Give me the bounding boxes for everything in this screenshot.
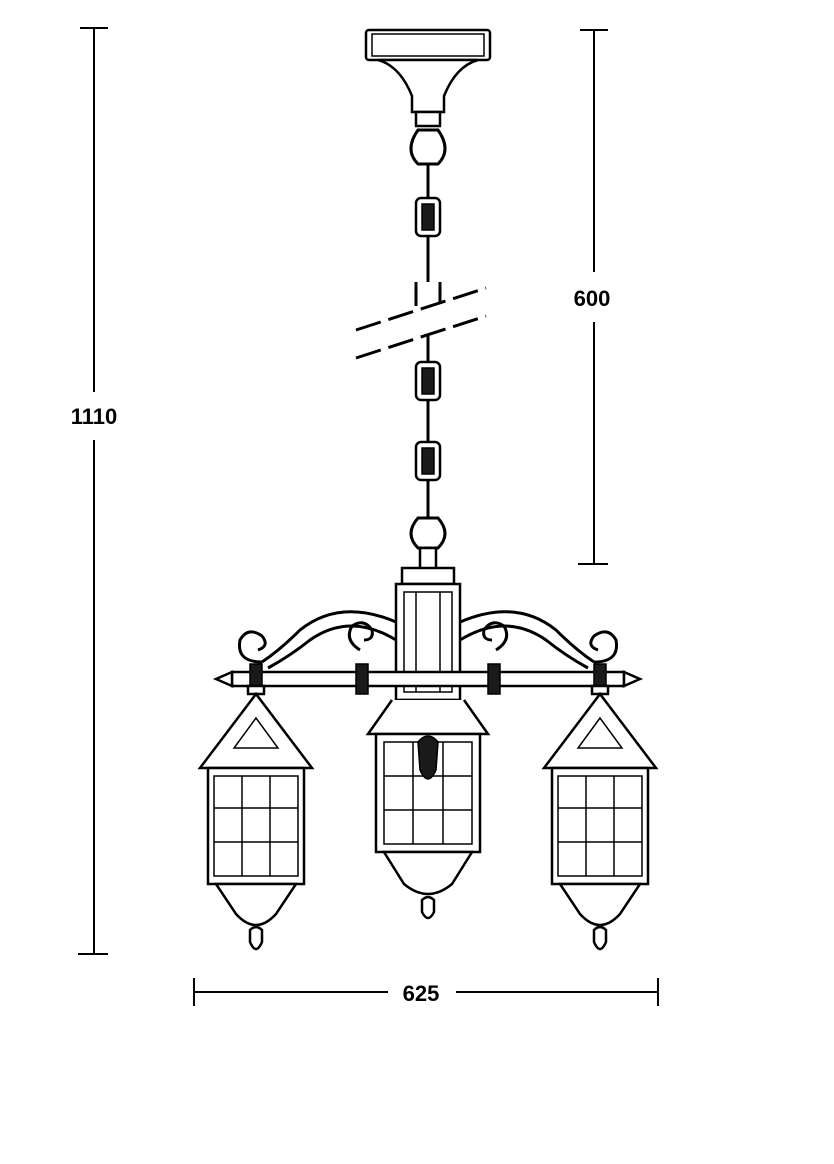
dimension-width: 625: [193, 978, 659, 1006]
width-label: 625: [403, 981, 440, 1006]
total-height-label: 1110: [71, 404, 118, 429]
lantern-center: [365, 699, 491, 920]
dimension-total-height: 1110: [71, 27, 118, 955]
ceiling-canopy: [364, 28, 492, 128]
dimension-chain-length: 600: [574, 29, 611, 565]
chain-break-marks: [355, 282, 487, 360]
chain-upper: [409, 128, 447, 282]
scroll-arms: [212, 610, 644, 695]
lantern-left: [197, 684, 315, 951]
chain-lower: [409, 336, 447, 572]
chain-length-label: 600: [574, 286, 611, 311]
lantern-right: [541, 684, 659, 951]
